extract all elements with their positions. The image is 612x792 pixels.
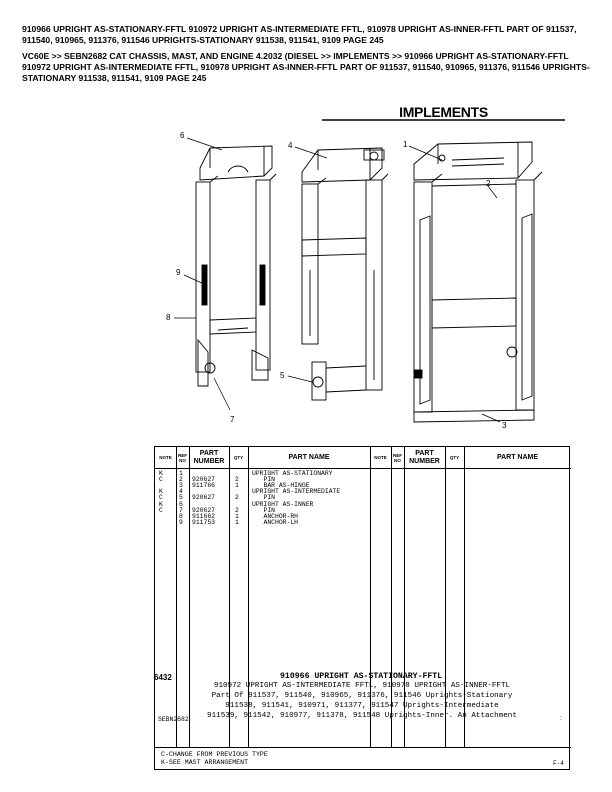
note-change: C-CHANGE FROM PREVIOUS TYPE	[161, 751, 268, 758]
cell-part-name: BAR AS-HINGE	[252, 482, 310, 490]
footer-line-1: 910972 UPRIGHT AS-INTERMEDIATE FFTL, 910…	[213, 682, 511, 690]
page-header-title: 910966 UPRIGHT AS-STATIONARY-FFTL 910972…	[22, 24, 577, 45]
upright-intermediate-drawing	[301, 147, 389, 401]
col-header-qty: QTY	[233, 455, 244, 460]
cell-part-number: 911766	[192, 482, 216, 490]
cell-part-name: UPRIGHT AS-STATIONARY	[252, 470, 333, 477]
cell-ref: 5	[179, 494, 183, 502]
cell-part-name: ANCHOR-RH	[252, 512, 299, 520]
cell-qty: 1	[235, 518, 239, 526]
cell-part-number: 911753	[192, 518, 216, 526]
cell-ref: 9	[179, 518, 183, 526]
footer-line-2: Part Of 911537, 911540, 910965, 911376, …	[211, 692, 513, 700]
cell-note: C	[159, 506, 163, 514]
callout-9: 9	[176, 268, 181, 277]
figure-reference: F-4	[553, 760, 564, 767]
header-rule	[155, 468, 571, 469]
cell-note: K	[159, 470, 163, 477]
cell-note: C	[159, 494, 163, 502]
callout-7: 7	[230, 415, 235, 424]
cell-ref: 4	[179, 488, 183, 496]
notes-rule	[155, 747, 571, 748]
cell-ref: 6	[179, 500, 183, 508]
cell-part-number: 911662	[192, 512, 216, 520]
col-header-part-number-2: PART NUMBER	[409, 449, 440, 465]
cell-part-name: UPRIGHT AS-INTERMEDIATE	[252, 488, 341, 496]
cell-part-number: 920627	[192, 476, 216, 484]
col-header-qty-2: QTY	[449, 455, 460, 460]
cell-ref: 1	[179, 470, 183, 477]
cell-ref: 2	[179, 476, 183, 484]
cell-note: C	[159, 476, 163, 484]
cell-part-number: 920627	[192, 494, 216, 502]
callout-5: 5	[280, 371, 285, 380]
callout-8: 8	[166, 313, 171, 322]
exploded-parts-illustration: 6 4 1 2 9 8 5 7 3	[166, 131, 543, 430]
cell-part-name: UPRIGHT AS-INNER	[252, 500, 314, 508]
callout-3: 3	[502, 421, 507, 430]
col-header-part-name-2: PART NAME	[496, 453, 539, 461]
page-number: 6432	[154, 673, 172, 682]
document-code: SEBN2682	[158, 716, 189, 723]
cell-qty: 2	[235, 506, 239, 514]
cell-note: K	[159, 488, 163, 496]
col-header-note: NOTE	[159, 455, 172, 460]
cell-qty: 1	[235, 482, 239, 490]
cell-ref: 8	[179, 512, 183, 520]
footer-title: 910966 UPRIGHT AS-STATIONARY-FFTL	[280, 672, 443, 681]
parts-table: NOTE REF NO PART NUMBER QTY PART NAME NO…	[154, 446, 571, 770]
breadcrumb: VC60E >> SEBN2682 CAT CHASSIS, MAST, AND…	[22, 51, 590, 83]
cell-qty: 2	[235, 494, 239, 502]
callout-2: 2	[486, 179, 491, 188]
section-banner: IMPLEMENTS	[322, 104, 565, 121]
note-mast-arrangement: K-SEE MAST ARRANGEMENT	[161, 759, 249, 766]
callout-1: 1	[403, 140, 408, 149]
upright-inner-drawing	[195, 145, 277, 387]
footer-mark: :	[560, 715, 562, 722]
col-header-note-2: NOTE	[374, 455, 387, 460]
cell-qty: 2	[235, 476, 239, 484]
callout-4: 4	[288, 141, 293, 150]
cell-part-name: PIN	[252, 494, 276, 502]
parts-sheet: IMPLEMENTS	[152, 100, 572, 770]
col-header-ref: REF NO	[178, 452, 187, 463]
cell-part-name: ANCHOR-LH	[252, 518, 299, 526]
cell-ref: 3	[179, 482, 183, 490]
footer-line-3: 911538, 911541, 910971, 911377, 911547 U…	[225, 702, 499, 710]
col-header-part-number: PART NUMBER	[193, 449, 225, 465]
upright-stationary-drawing	[413, 141, 543, 423]
banner-frame	[322, 119, 565, 121]
cell-part-name: PIN	[252, 476, 276, 484]
cell-part-number: 920627	[192, 506, 216, 514]
cell-qty: 1	[235, 512, 239, 520]
section-banner-title: IMPLEMENTS	[399, 104, 488, 120]
cell-part-name: PIN	[252, 506, 276, 514]
callout-6: 6	[180, 131, 185, 140]
cell-note: K	[159, 500, 163, 508]
cell-ref: 7	[179, 506, 183, 514]
col-header-ref-2: REF NO	[393, 452, 402, 463]
footer-line-4: 911539, 911542, 910977, 911378, 911548 U…	[207, 712, 517, 720]
col-header-part-name: PART NAME	[288, 453, 330, 461]
